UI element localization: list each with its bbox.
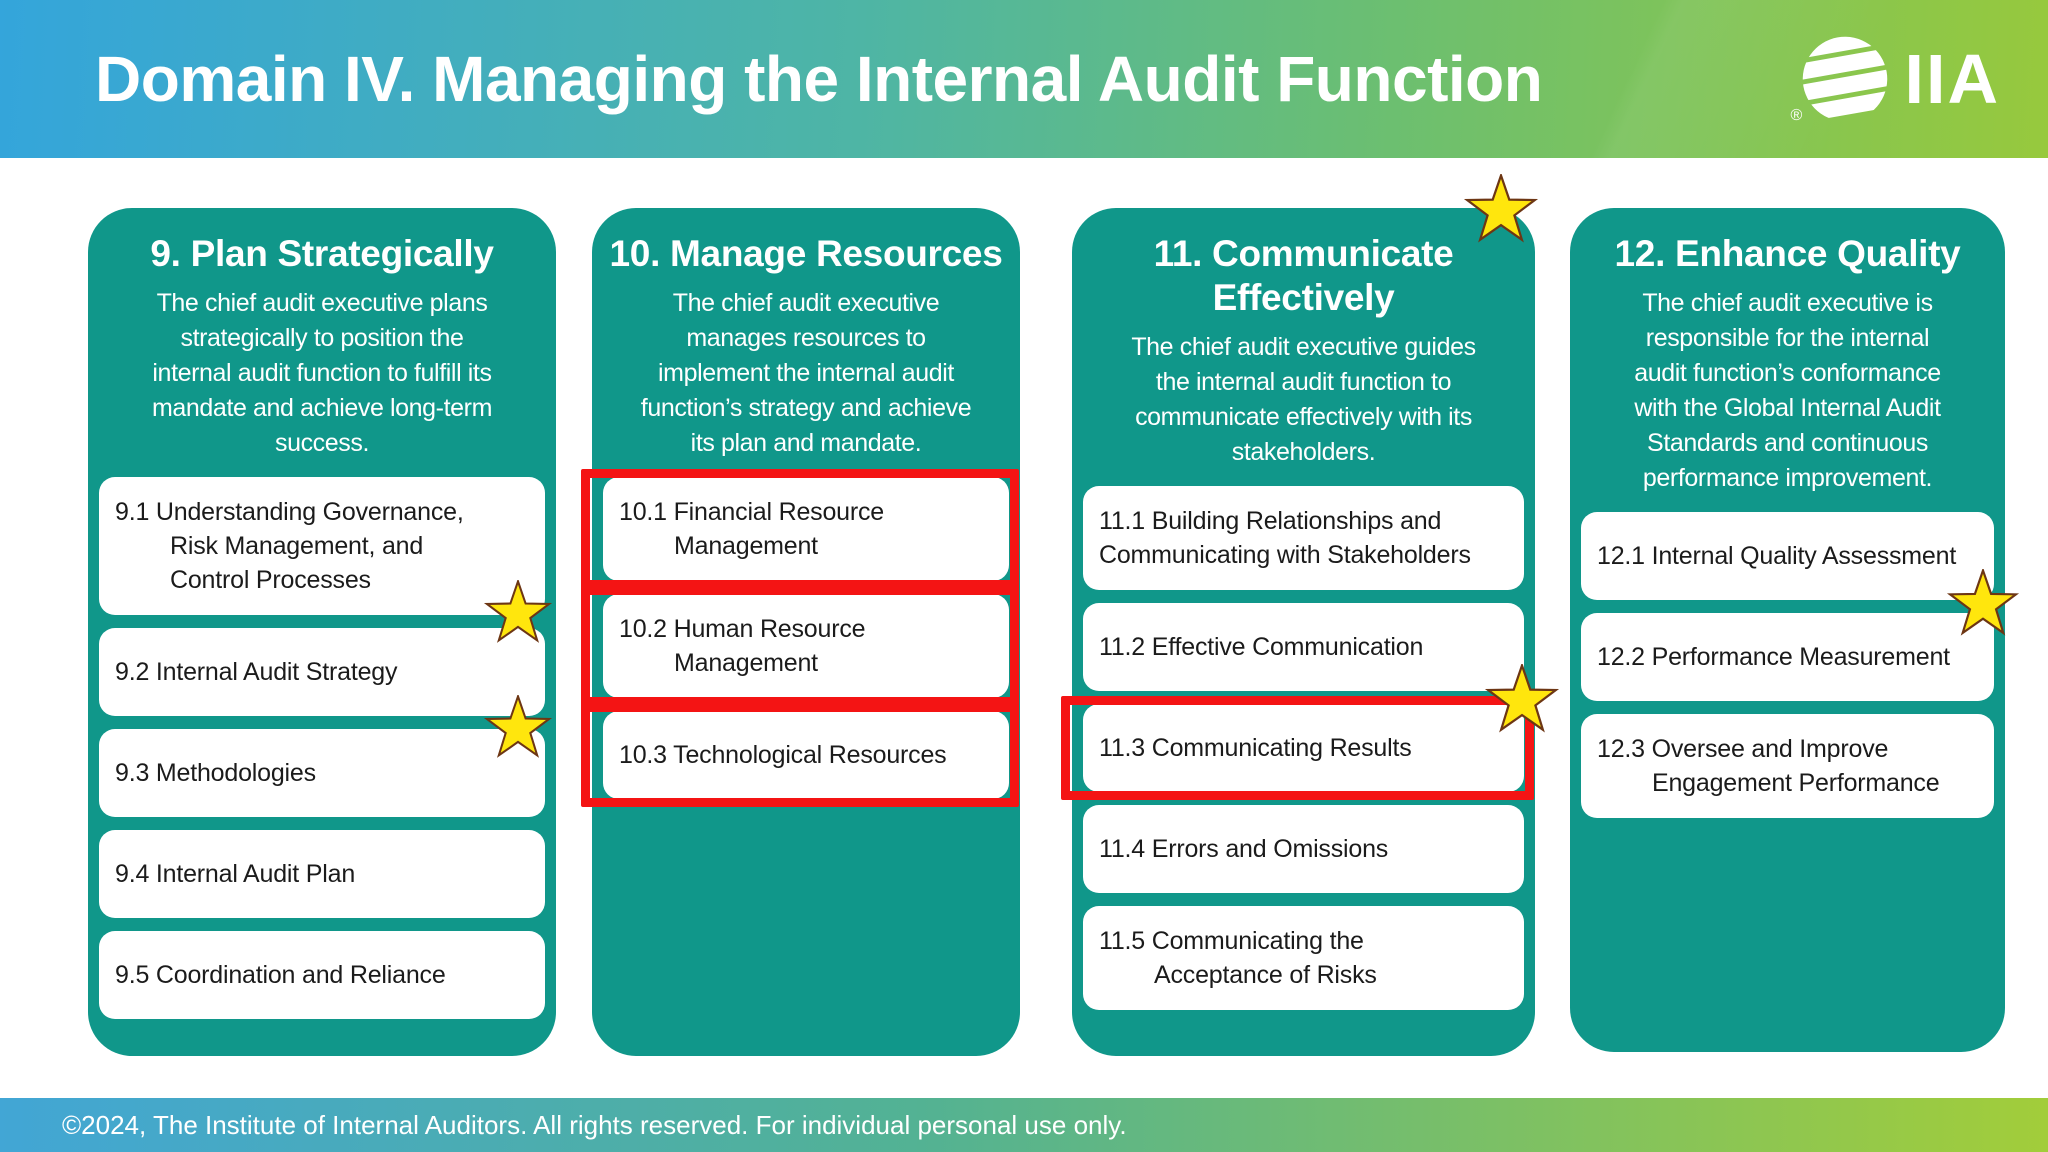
item-label: 10.2 Human Resource Management [619, 615, 866, 677]
item-label: 10.1 Financial Resource Management [619, 498, 884, 560]
item-list: 10.1 Financial Resource Management 10.2 … [581, 469, 1019, 807]
iia-logo: ® IIA [1791, 31, 2000, 127]
item-label: 9.5 Coordination and Reliance [115, 961, 446, 989]
item-11-2: 11.2 Effective Communication [1083, 603, 1524, 691]
item-9-1: 9.1 Understanding Governance, Risk Manag… [99, 477, 545, 615]
iia-globe-icon: ® [1791, 31, 1893, 127]
item-label: 12.1 Internal Quality Assessment [1597, 542, 1957, 570]
item-label: 11.1 Building Relationships and Communic… [1099, 507, 1471, 569]
item-label: 11.2 Effective Communication [1099, 633, 1424, 661]
item-10-2: 10.2 Human Resource Management [581, 586, 1019, 706]
item-11-3: 11.3 Communicating Results [1061, 664, 1557, 800]
item-9-2: 9.2 Internal Audit Strategy [99, 580, 551, 716]
header-banner: Domain IV. Managing the Internal Audit F… [0, 0, 2048, 158]
copyright-text: ©2024, The Institute of Internal Auditor… [62, 1109, 1127, 1140]
slide-title: Domain IV. Managing the Internal Audit F… [95, 43, 1543, 115]
item-list: 9.1 Understanding Governance, Risk Manag… [99, 477, 551, 1019]
column-title: 12. Enhance Quality [1614, 233, 1961, 274]
item-9-5: 9.5 Coordination and Reliance [99, 931, 545, 1019]
item-list: 12.1 Internal Quality Assessment 12.2 Pe… [1581, 512, 2017, 818]
column-description: The chief audit executive plans strategi… [152, 289, 492, 457]
item-12-1: 12.1 Internal Quality Assessment [1581, 512, 1994, 600]
registered-trademark-symbol: ® [1790, 107, 1803, 124]
column-description: The chief audit executive is responsible… [1634, 289, 1941, 492]
iia-logo-text: IIA [1904, 40, 2000, 118]
domain-column-10: 10. Manage Resources The chief audit exe… [581, 208, 1020, 1056]
item-label: 12.3 Oversee and Improve Engagement Perf… [1597, 735, 1940, 797]
item-label: 11.5 Communicating the Acceptance of Ris… [1099, 927, 1377, 989]
item-label: 11.3 Communicating Results [1099, 734, 1412, 762]
column-title: 9. Plan Strategically [150, 233, 494, 274]
columns-area: 9. Plan Strategically The chief audit ex… [0, 158, 2048, 1098]
item-10-1: 10.1 Financial Resource Management [581, 469, 1019, 589]
item-label: 9.4 Internal Audit Plan [115, 860, 356, 888]
item-11-5: 11.5 Communicating the Acceptance of Ris… [1083, 906, 1524, 1010]
column-title: 10. Manage Resources [609, 233, 1003, 274]
item-9-4: 9.4 Internal Audit Plan [99, 830, 545, 918]
column-title: 11. Communicate Effectively [1153, 233, 1454, 318]
item-9-3: 9.3 Methodologies [99, 695, 551, 817]
item-label: 9.3 Methodologies [115, 759, 316, 787]
domain-column-12: 12. Enhance Quality The chief audit exec… [1570, 208, 2017, 1052]
item-label: 9.2 Internal Audit Strategy [115, 658, 398, 686]
item-label: 12.2 Performance Measurement [1597, 643, 1950, 671]
item-label: 11.4 Errors and Omissions [1099, 835, 1389, 863]
item-12-2: 12.2 Performance Measurement [1581, 569, 2017, 701]
domain-column-9: 9. Plan Strategically The chief audit ex… [88, 208, 556, 1056]
column-description: The chief audit executive manages resour… [640, 289, 972, 457]
item-11-4: 11.4 Errors and Omissions [1083, 805, 1524, 893]
item-11-1: 11.1 Building Relationships and Communic… [1083, 486, 1524, 590]
domain-column-11: 11. Communicate Effectively The chief au… [1061, 174, 1557, 1056]
item-label: 10.3 Technological Resources [619, 741, 947, 769]
column-description: The chief audit executive guides the int… [1131, 333, 1476, 466]
item-10-3: 10.3 Technological Resources [581, 703, 1019, 807]
footer-bar: ©2024, The Institute of Internal Auditor… [0, 1098, 2048, 1152]
item-12-3: 12.3 Oversee and Improve Engagement Perf… [1581, 714, 1994, 818]
item-list: 11.1 Building Relationships and Communic… [1061, 486, 1557, 1010]
item-label: 9.1 Understanding Governance, Risk Manag… [115, 498, 464, 594]
